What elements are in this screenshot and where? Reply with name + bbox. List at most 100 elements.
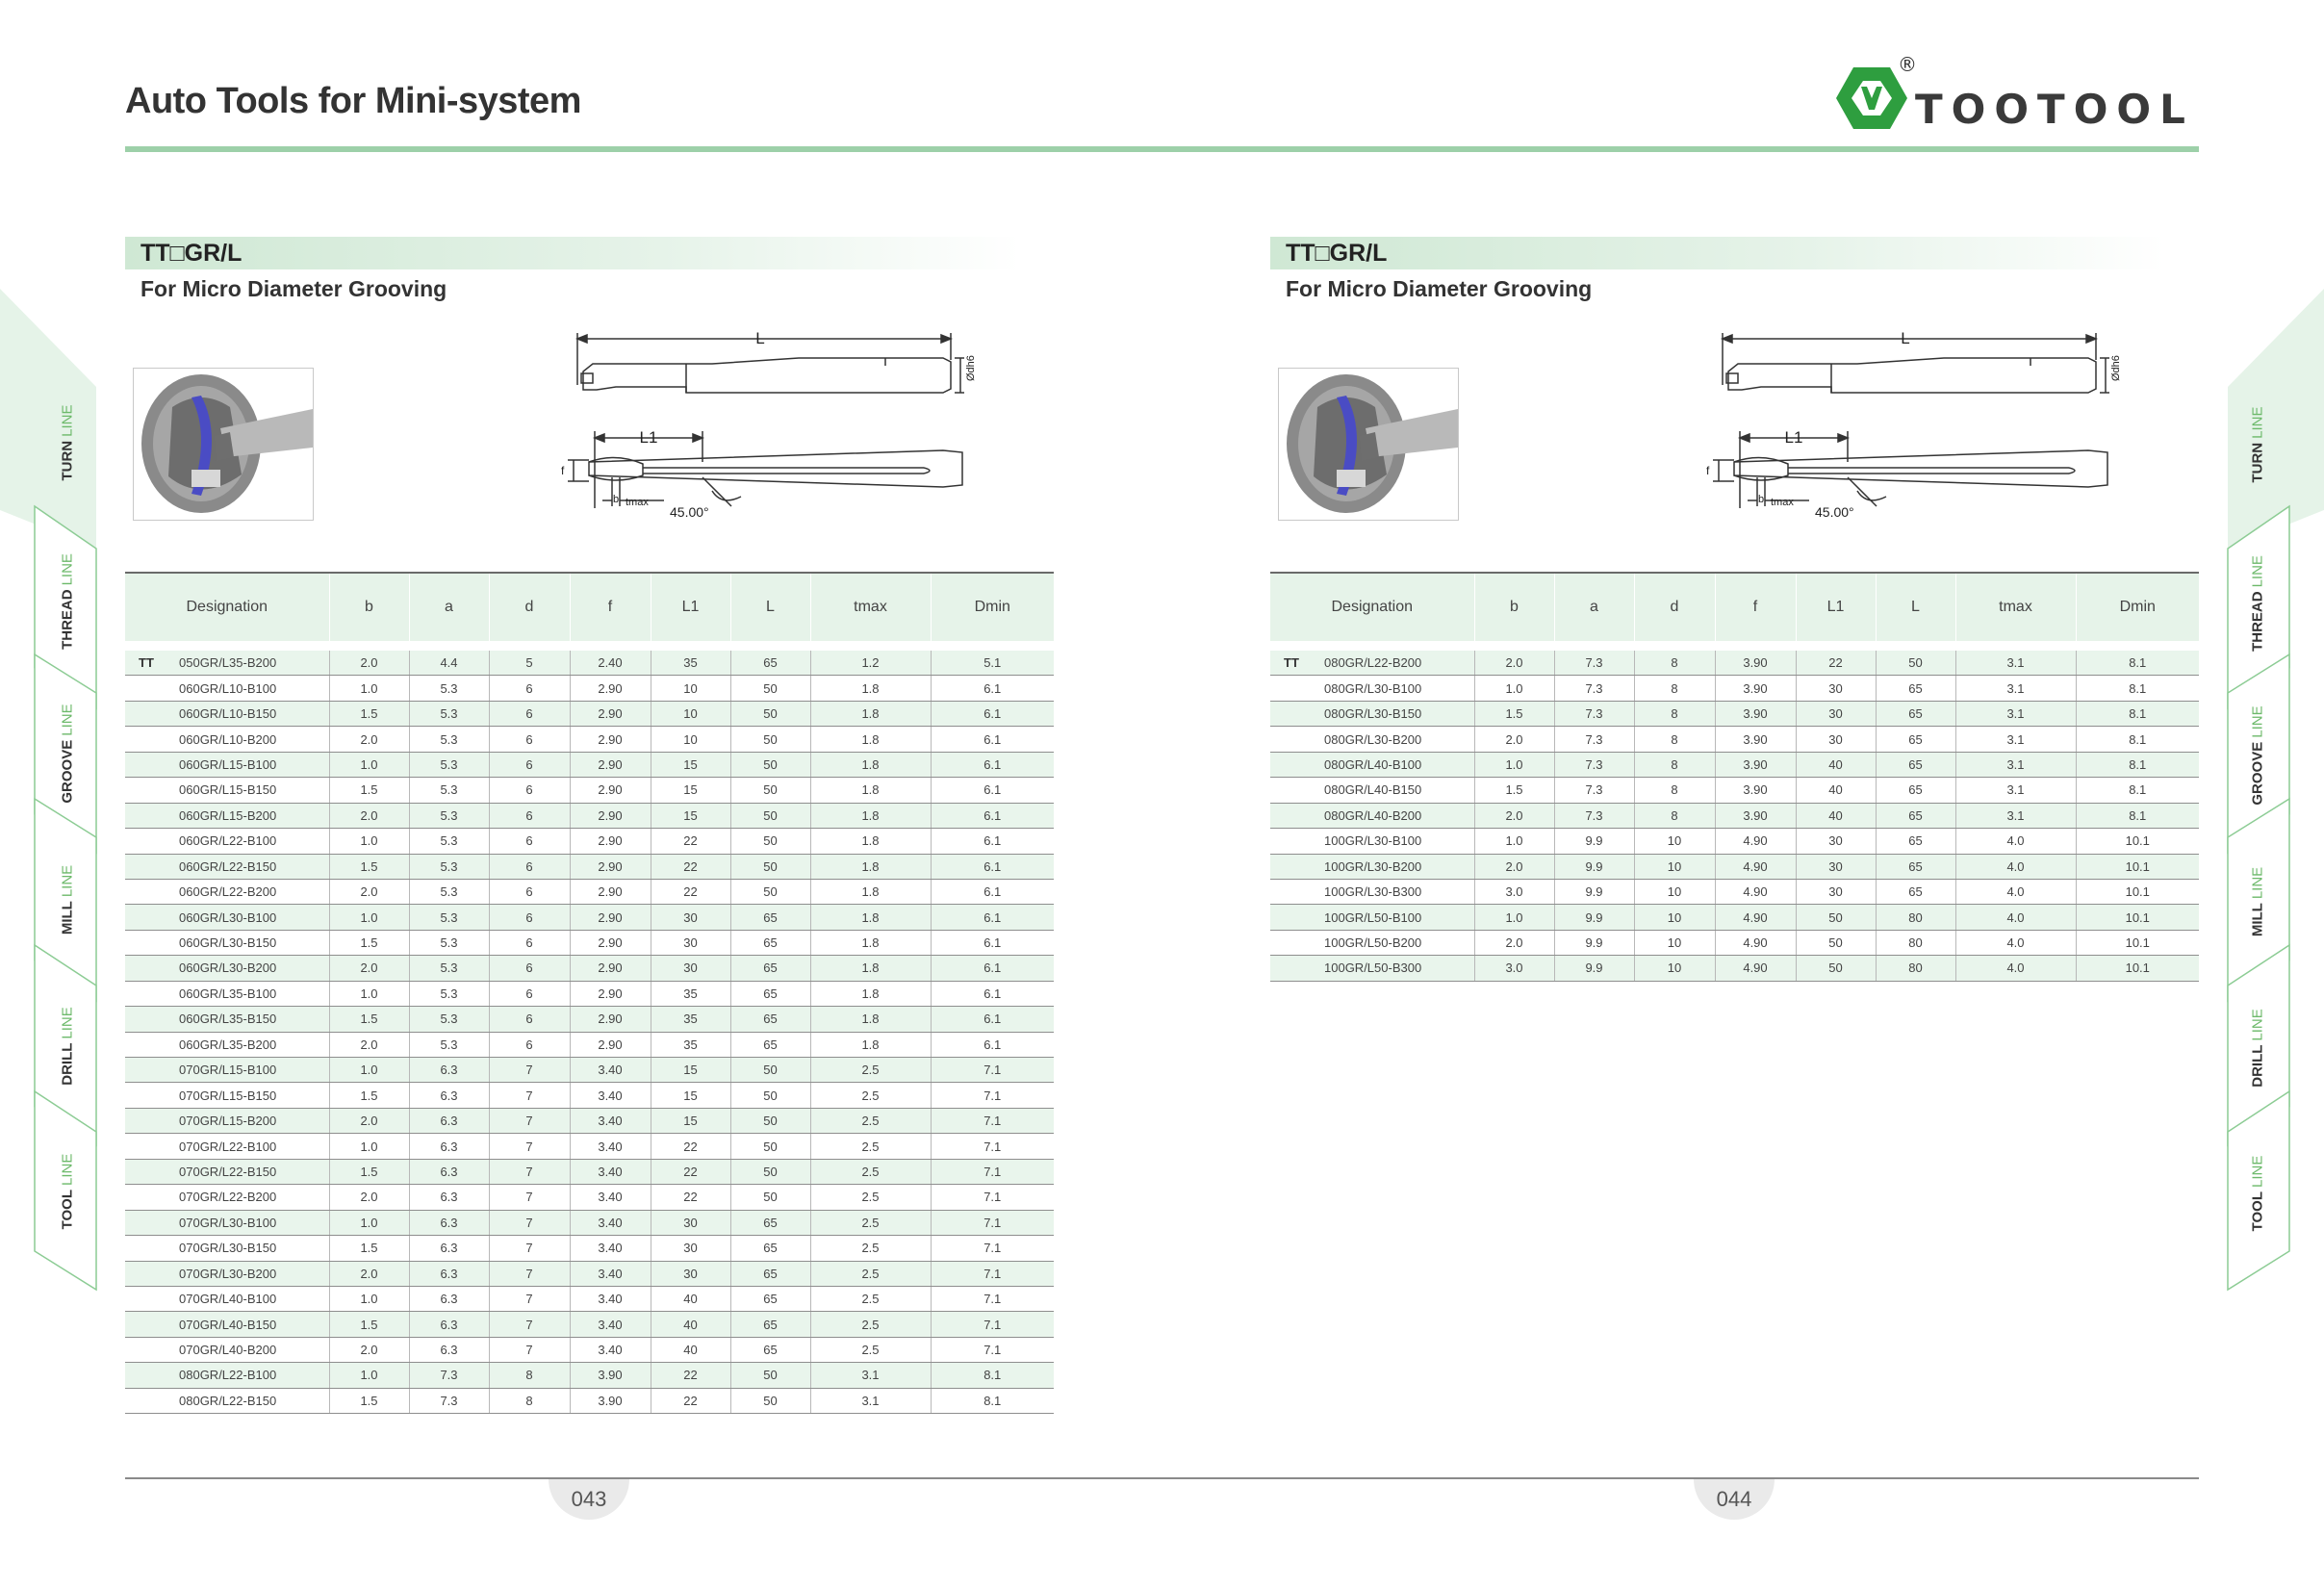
- value-cell: 6.3: [408, 1184, 489, 1211]
- svg-text:®: ®: [1898, 54, 1917, 76]
- side-tab-tool-right[interactable]: TOOLLINE: [2249, 1155, 2266, 1232]
- tool-dimension-drawing-left: L Ødh6 L1 f b tmax 45.00°: [561, 329, 977, 520]
- designation-cell: 060GR/L10-B150: [125, 701, 329, 728]
- value-cell: 2.90: [569, 803, 651, 830]
- value-cell: 2.0: [328, 803, 409, 830]
- value-cell: 1.0: [328, 675, 409, 702]
- value-cell: 1.8: [809, 803, 931, 830]
- value-cell: 22: [650, 1388, 730, 1415]
- value-cell: 3.90: [1714, 641, 1796, 677]
- value-cell: 2.5: [809, 1082, 931, 1109]
- side-tab-groove-left[interactable]: GROOVELINE: [59, 704, 76, 804]
- value-cell: 7.1: [930, 1235, 1054, 1262]
- value-cell: 65: [729, 981, 810, 1008]
- value-cell: 10.1: [2075, 904, 2199, 931]
- value-cell: 5.3: [408, 904, 489, 931]
- value-cell: 50: [729, 879, 810, 906]
- value-cell: 10: [650, 726, 730, 753]
- value-cell: 6: [488, 879, 570, 906]
- value-cell: 5.3: [408, 726, 489, 753]
- value-cell: 1.0: [328, 1210, 409, 1237]
- value-cell: 3.40: [569, 1210, 651, 1237]
- page-number-left: 043: [549, 1479, 629, 1520]
- designation-cell: 070GR/L15-B200: [125, 1108, 329, 1135]
- col-header: b: [1473, 572, 1554, 647]
- value-cell: 65: [729, 1261, 810, 1287]
- value-cell: 3.1: [1954, 675, 2076, 702]
- side-tab-thread-right[interactable]: THREADLINE: [2249, 555, 2266, 652]
- value-cell: 6: [488, 828, 570, 855]
- side-tab-drill-right[interactable]: DRILLLINE: [2249, 1009, 2266, 1088]
- value-cell: 9.9: [1553, 930, 1634, 957]
- designation-code: 080GR/L22-B100: [179, 1368, 277, 1383]
- value-cell: 2.0: [1473, 641, 1554, 677]
- value-cell: 10.1: [2075, 930, 2199, 957]
- value-cell: 3.40: [569, 1133, 651, 1160]
- value-cell: 1.0: [1473, 904, 1554, 931]
- value-cell: 15: [650, 1108, 730, 1135]
- designation-code: 060GR/L22-B200: [179, 884, 277, 900]
- svg-text:b: b: [1758, 494, 1764, 505]
- value-cell: 2.0: [1473, 726, 1554, 753]
- section-header-left: TT□GR/L: [125, 237, 1020, 269]
- designation-cell: 070GR/L30-B150: [125, 1235, 329, 1262]
- value-cell: 7: [488, 1057, 570, 1084]
- value-cell: 3.1: [1954, 777, 2076, 804]
- side-tab-mill-right[interactable]: MILLLINE: [2249, 866, 2266, 937]
- value-cell: 1.5: [328, 854, 409, 880]
- value-cell: 30: [1795, 675, 1876, 702]
- side-tab-tool-left[interactable]: TOOLLINE: [59, 1153, 76, 1230]
- designation-code: 070GR/L15-B100: [179, 1063, 277, 1078]
- side-tab-groove-right[interactable]: GROOVELINE: [2249, 705, 2266, 806]
- header-divider: [125, 146, 2199, 152]
- value-cell: 7.3: [1553, 803, 1634, 830]
- col-header: Designation: [1270, 572, 1474, 647]
- value-cell: 5.3: [408, 777, 489, 804]
- value-cell: 10: [1633, 930, 1715, 957]
- col-header: f: [1714, 572, 1796, 647]
- value-cell: 2.90: [569, 930, 651, 957]
- designation-cell: 100GR/L30-B300: [1270, 879, 1474, 906]
- value-cell: 8: [1633, 726, 1715, 753]
- page-number-right: 044: [1694, 1479, 1775, 1520]
- value-cell: 50: [1795, 930, 1876, 957]
- col-header: L: [1875, 572, 1955, 647]
- designation-cell: 080GR/L22-B100: [125, 1362, 329, 1389]
- side-tab-drill-left[interactable]: DRILLLINE: [59, 1007, 76, 1086]
- value-cell: 1.0: [328, 1362, 409, 1389]
- value-cell: 2.5: [809, 1337, 931, 1364]
- value-cell: 2.5: [809, 1235, 931, 1262]
- value-cell: 6.3: [408, 1210, 489, 1237]
- side-tab-mill-left[interactable]: MILLLINE: [59, 864, 76, 935]
- side-tab-turn-right[interactable]: TURNLINE: [2249, 406, 2266, 483]
- table-header-row: Designation b a d f L1 L tmax Dmin: [125, 572, 1054, 647]
- value-cell: 4.90: [1714, 930, 1796, 957]
- value-cell: 1.5: [328, 1006, 409, 1033]
- value-cell: 50: [729, 701, 810, 728]
- value-cell: 50: [1875, 641, 1955, 677]
- value-cell: 2.5: [809, 1311, 931, 1338]
- value-cell: 1.0: [1473, 828, 1554, 855]
- svg-text:L: L: [1901, 329, 1909, 347]
- side-tab-thread-left[interactable]: THREADLINE: [59, 553, 76, 650]
- value-cell: 7.3: [1553, 777, 1634, 804]
- value-cell: 6.1: [930, 752, 1054, 779]
- value-cell: 65: [729, 1006, 810, 1033]
- svg-text:Ødh6: Ødh6: [2110, 355, 2122, 381]
- value-cell: 2.5: [809, 1286, 931, 1313]
- tool-photo-right: [1278, 368, 1459, 521]
- side-tab-turn-left[interactable]: TURNLINE: [59, 404, 76, 481]
